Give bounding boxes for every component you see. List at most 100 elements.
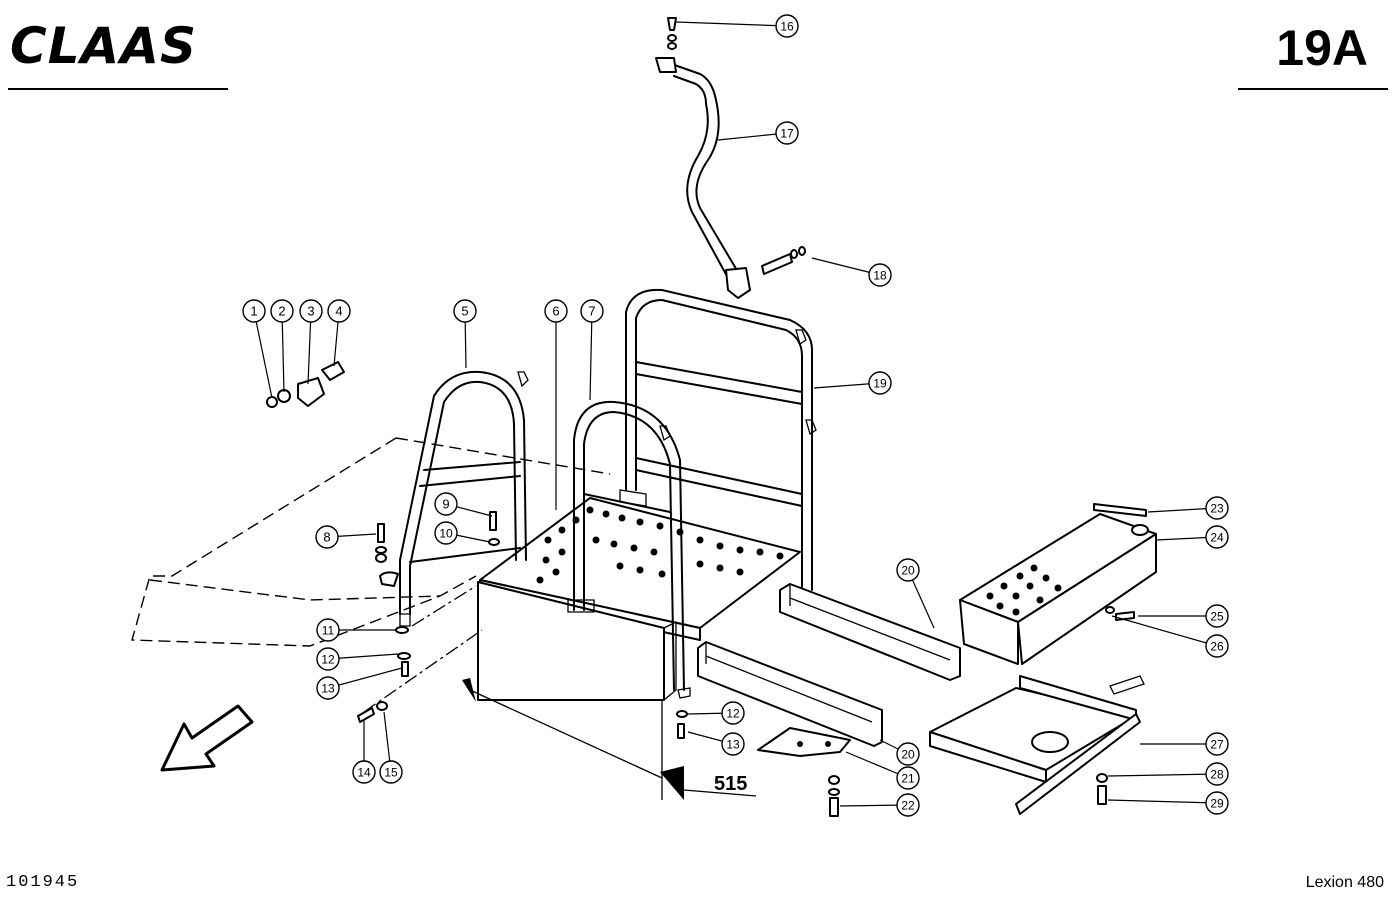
callout-circle <box>352 760 376 784</box>
header-rule-left <box>8 88 228 90</box>
callout-number: 2 <box>278 304 285 319</box>
leader-line <box>253 310 273 399</box>
callout-circle <box>868 263 892 287</box>
callout-number: 5 <box>461 304 468 319</box>
document-number: 101945 <box>6 873 80 892</box>
rear-railing-frame <box>619 288 817 591</box>
fastener-group-11-15 <box>357 626 688 739</box>
callout-number: 8 <box>323 530 330 545</box>
callout-19: 19 <box>813 371 892 395</box>
step-box <box>959 503 1157 665</box>
callout-15: 15 <box>379 711 403 784</box>
callout-circle <box>896 766 920 790</box>
callout-14: 14 <box>352 720 376 784</box>
callout-number: 15 <box>384 766 398 780</box>
leader-line <box>327 667 403 689</box>
callout-circle <box>1205 791 1229 815</box>
leader-line <box>1107 773 1218 777</box>
brand-header: CLAAS <box>8 18 236 90</box>
callout-number: 3 <box>307 304 314 319</box>
callout-18: 18 <box>811 257 892 287</box>
callout-23: 23 <box>1147 496 1229 520</box>
callout-number: 21 <box>901 772 915 786</box>
callout-number: 11 <box>322 624 335 638</box>
callout-27: 27 <box>1140 732 1229 756</box>
bolt-8 <box>375 523 399 587</box>
callout-number: 20 <box>901 564 915 578</box>
leader-line <box>1107 799 1218 804</box>
floor-plate <box>477 497 801 701</box>
callout-2: 2 <box>270 299 294 393</box>
callout-number: 19 <box>873 377 887 391</box>
callout-4: 4 <box>327 299 351 367</box>
callout-number: 24 <box>1210 531 1224 545</box>
callout-28: 28 <box>1107 762 1229 786</box>
callout-number: 17 <box>780 127 794 141</box>
header-rule-right <box>1238 88 1388 90</box>
callout-number: 4 <box>335 304 342 319</box>
callout-number: 6 <box>552 304 559 319</box>
callout-number: 13 <box>726 738 740 752</box>
callout-number: 1 <box>250 304 257 319</box>
cross-member-upper <box>779 583 961 681</box>
callout-10: 10 <box>434 521 491 545</box>
callout-21: 21 <box>845 751 920 790</box>
callout-circle <box>775 121 799 145</box>
callout-circle <box>316 618 340 642</box>
callout-1: 1 <box>242 299 273 399</box>
callout-circle <box>544 299 568 323</box>
fastener-group-1-4 <box>266 361 345 408</box>
leader-line <box>675 21 788 27</box>
callout-9: 9 <box>434 492 493 517</box>
callout-circle <box>270 299 294 323</box>
callout-circle <box>1205 525 1229 549</box>
claas-logo: CLAAS <box>10 17 197 75</box>
dimension-value: 515 <box>714 773 747 795</box>
callout-circle <box>327 299 351 323</box>
callout-24: 24 <box>1155 525 1229 549</box>
callout-circle <box>775 14 799 38</box>
callout-circle <box>316 647 340 671</box>
callout-circle <box>316 676 340 700</box>
callout-3: 3 <box>299 299 323 385</box>
callout-11: 11 <box>316 618 396 642</box>
machine-model: Lexion 480 <box>1305 874 1384 891</box>
callout-circle <box>453 299 477 323</box>
callout-20: 20 <box>896 558 935 629</box>
callout-circle <box>868 371 892 395</box>
callout-number: 28 <box>1210 768 1224 782</box>
callout-circle <box>1205 496 1229 520</box>
callout-number: 27 <box>1210 738 1224 752</box>
dimension-515: 515 <box>462 678 757 800</box>
callout-circle <box>242 299 266 323</box>
callout-circle <box>1205 762 1229 786</box>
callout-number: 13 <box>321 682 335 696</box>
callout-number: 12 <box>726 707 740 721</box>
callout-circle <box>1205 634 1229 658</box>
leader-line <box>281 310 285 393</box>
callout-circle <box>1205 732 1229 756</box>
callout-6: 6 <box>544 299 568 510</box>
callout-16: 16 <box>675 14 799 38</box>
callout-number: 16 <box>780 20 794 34</box>
callout-7: 7 <box>580 299 604 401</box>
callout-20: 20 <box>879 739 920 766</box>
support-strut <box>655 17 806 299</box>
callout-circle <box>1205 604 1229 628</box>
page-code-header: 19A <box>1238 18 1388 90</box>
cross-member-lower <box>697 641 883 747</box>
callout-circle <box>580 299 604 323</box>
callout-number: 29 <box>1210 797 1224 811</box>
callout-circle <box>896 742 920 766</box>
callout-number: 7 <box>588 304 595 319</box>
callout-12: 12 <box>687 701 745 725</box>
bracket-21 <box>757 727 851 757</box>
callout-number: 23 <box>1210 502 1224 516</box>
callout-number: 14 <box>357 766 371 780</box>
callout-13: 13 <box>687 731 745 756</box>
bolt-9 <box>488 511 500 546</box>
callout-number: 26 <box>1210 640 1224 654</box>
